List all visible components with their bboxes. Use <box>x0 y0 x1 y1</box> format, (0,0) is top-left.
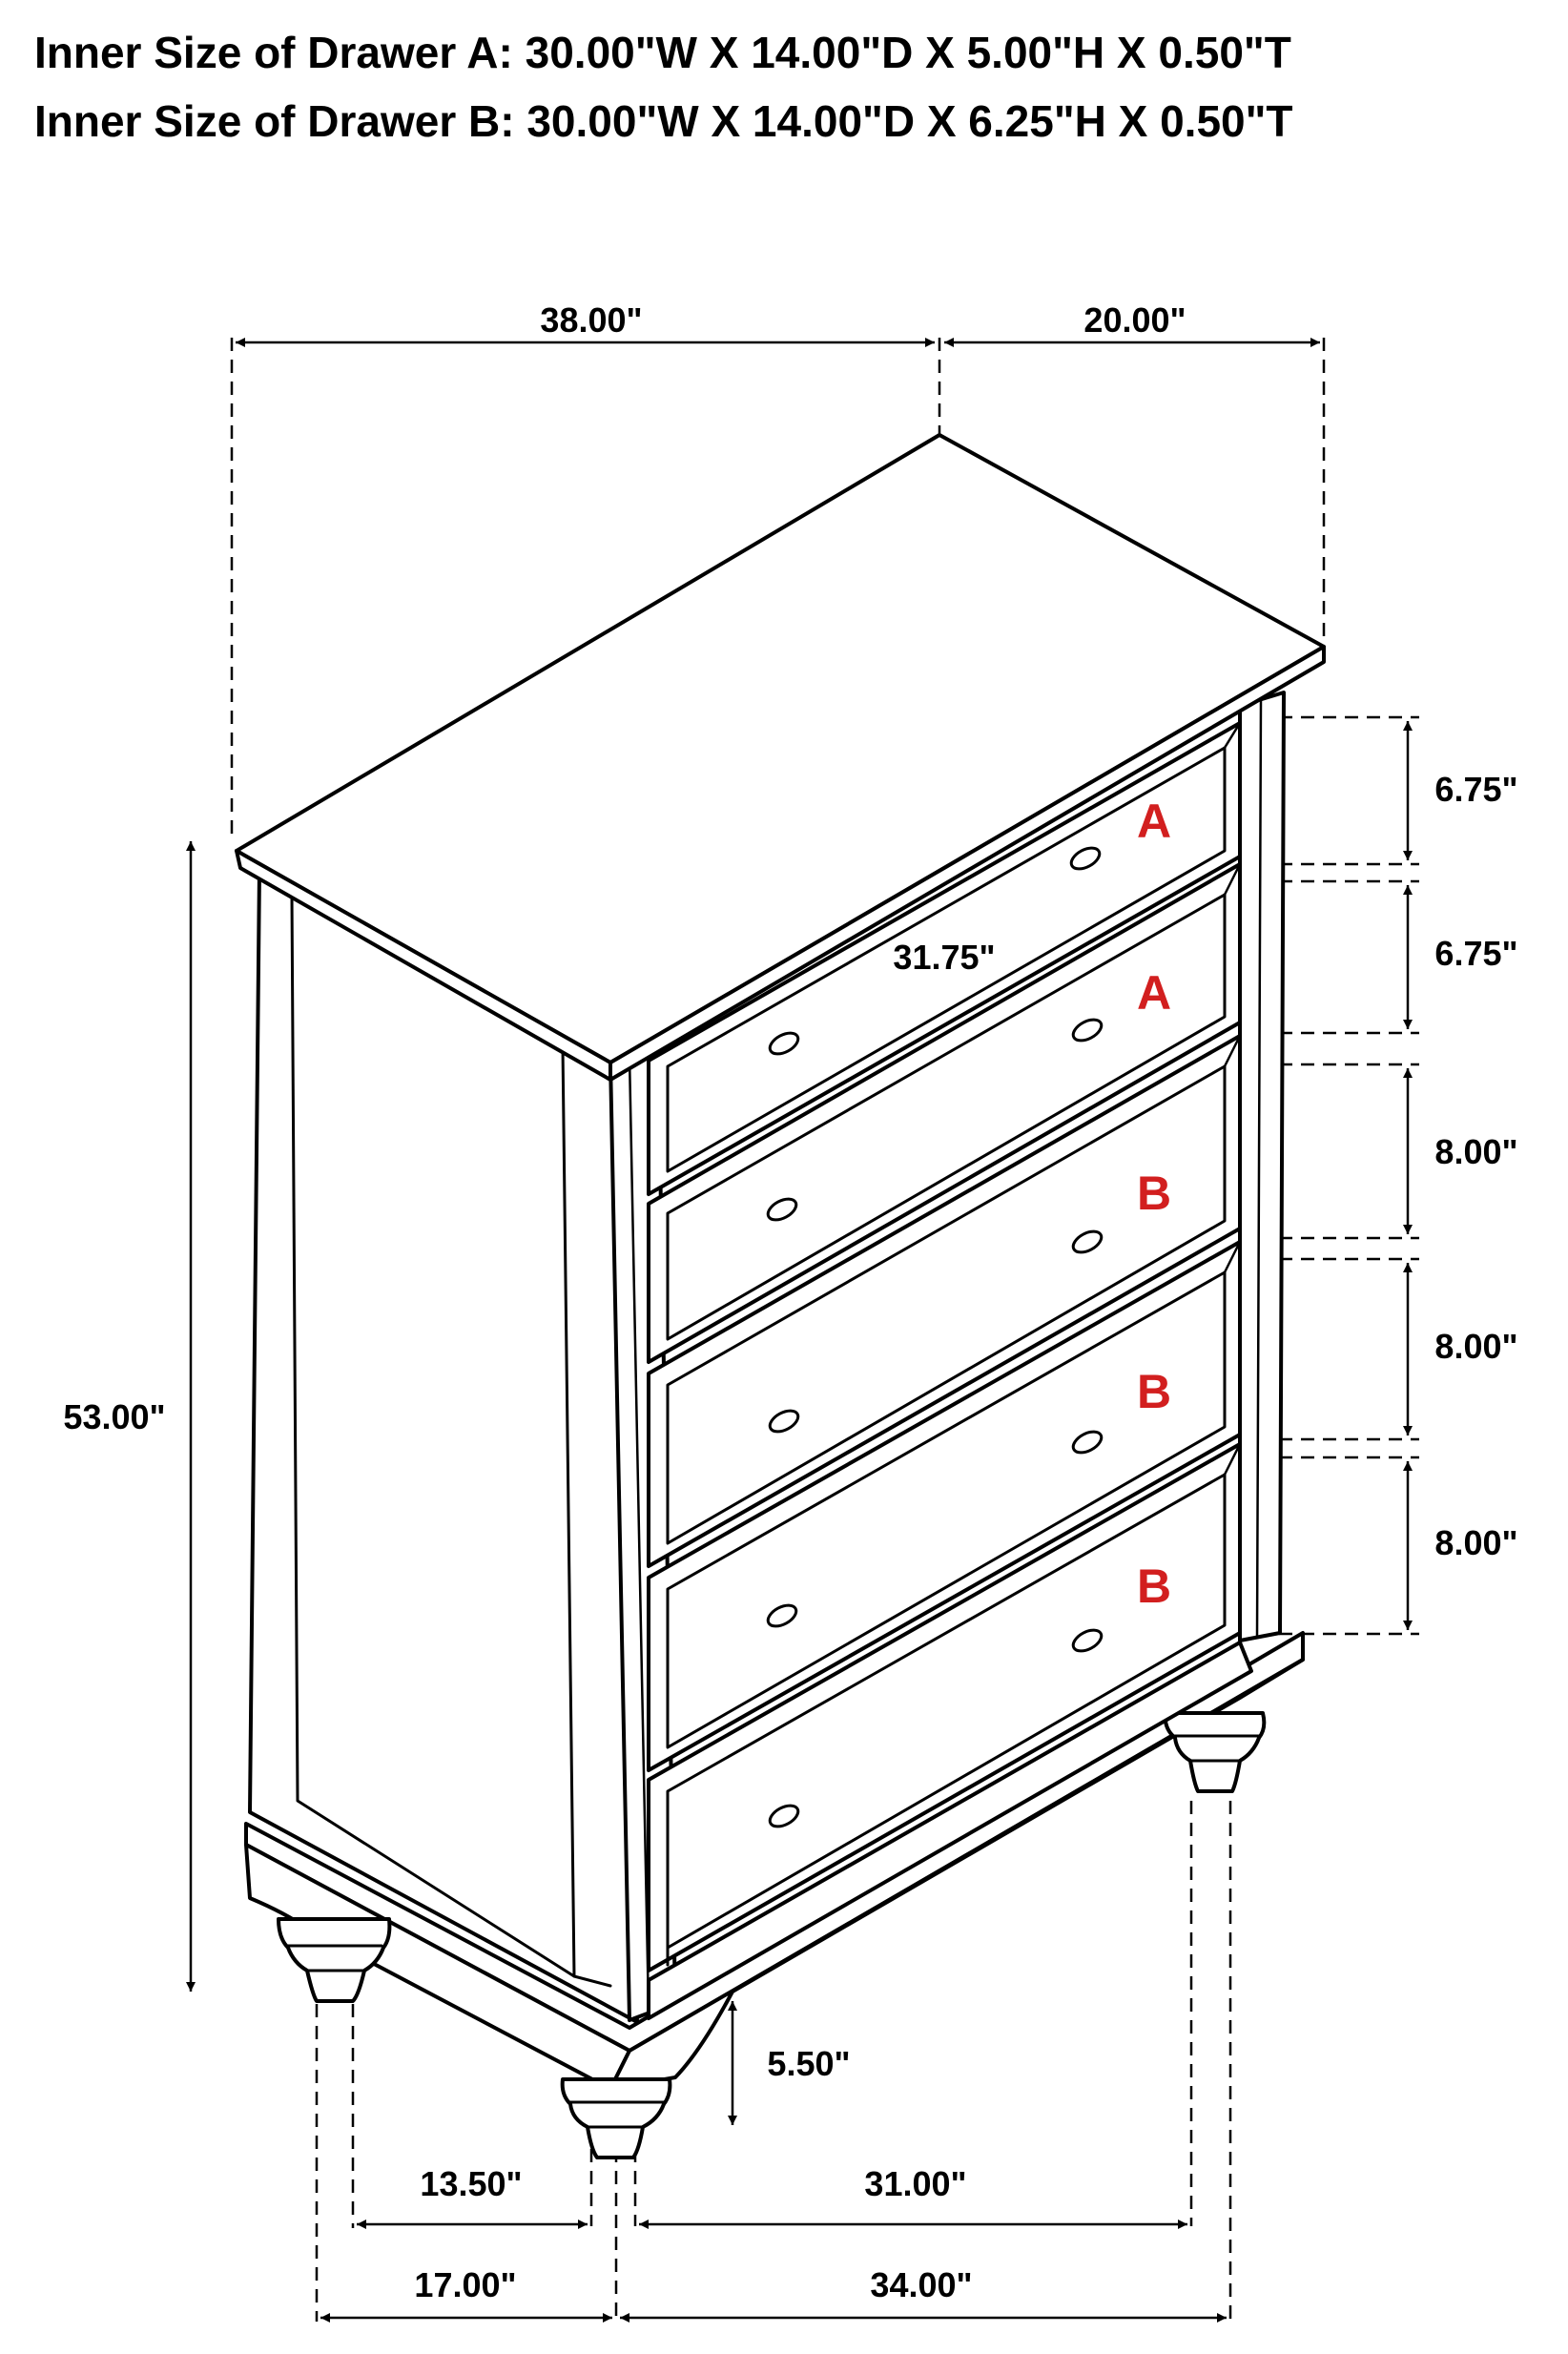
dimension-labels: 38.00" 20.00" 53.00" 31.75" 6.75" 6.75" … <box>63 300 1517 2304</box>
side-outer-legs-label: 17.00" <box>414 2265 516 2304</box>
drawer-2-height-label: 6.75" <box>1434 934 1517 973</box>
drawer-3-type-label: B <box>1137 1167 1171 1220</box>
front-right-stile <box>1238 691 1286 1642</box>
front-inner-legs-label: 31.00" <box>864 2164 966 2203</box>
drawer-6 <box>647 1641 1253 2020</box>
chest <box>235 433 1326 2159</box>
drawer-width-label: 31.75" <box>893 938 995 977</box>
dimension-arrows <box>186 338 1413 2323</box>
drawer-4 <box>647 1240 1242 1772</box>
drawer-3-height-label: 8.00" <box>1434 1132 1517 1171</box>
drawer-1-type-label: A <box>1137 795 1171 848</box>
drawer-2 <box>647 862 1242 1364</box>
drawer-5-type-label: B <box>1137 1559 1171 1613</box>
chest-top-side-edge <box>609 645 1326 1082</box>
drawer-1 <box>647 721 1242 1196</box>
drawer-4-type-label: B <box>1137 1365 1171 1418</box>
drawer-1-height-label: 6.75" <box>1434 770 1517 809</box>
drawer-b-inner-size: Inner Size of Drawer B: 30.00"W X 14.00"… <box>34 96 1293 146</box>
extension-lines <box>230 338 1419 2322</box>
base-apron-side <box>244 1843 631 2091</box>
drawer-type-labels: A A B B B <box>1137 795 1171 1613</box>
foot-front-left <box>560 2077 672 2159</box>
drawer-4-height-label: 8.00" <box>1434 1327 1517 1366</box>
depth-label: 20.00" <box>1083 300 1186 340</box>
front-outer-legs-label: 34.00" <box>870 2265 972 2304</box>
foot-back-left <box>277 1917 392 2003</box>
side-inner-legs-label: 13.50" <box>420 2164 522 2203</box>
drawer-3 <box>647 1034 1242 1568</box>
leg-height-label: 5.50" <box>767 2044 850 2083</box>
drawer-a-inner-size: Inner Size of Drawer A: 30.00"W X 14.00"… <box>34 28 1291 77</box>
foot-front-right <box>1163 1711 1267 1793</box>
drawer-2-type-label: A <box>1137 966 1171 1020</box>
width-label: 38.00" <box>540 300 642 340</box>
height-label: 53.00" <box>63 1397 165 1436</box>
drawer-5-height-label: 8.00" <box>1434 1523 1517 1562</box>
base-apron-front <box>609 1658 1305 2091</box>
